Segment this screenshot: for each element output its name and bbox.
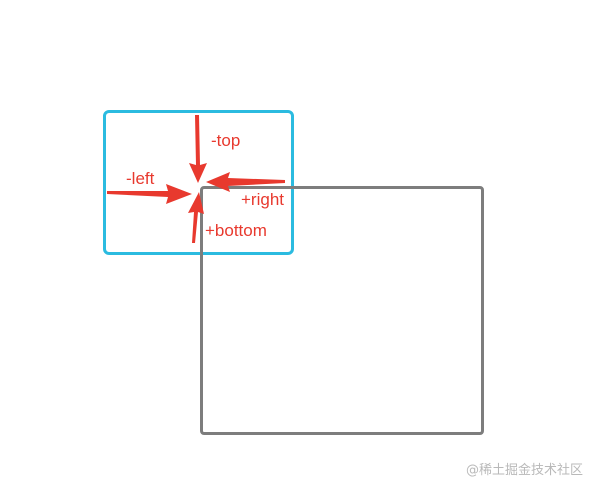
outer-rect [103,110,294,255]
label-bottom: +bottom [205,221,267,240]
label-left: -left [126,169,155,188]
inner-rect [200,186,484,435]
label-top: -top [211,131,241,150]
watermark: @稀土掘金技术社区 [465,463,583,478]
label-right: +right [241,190,284,209]
